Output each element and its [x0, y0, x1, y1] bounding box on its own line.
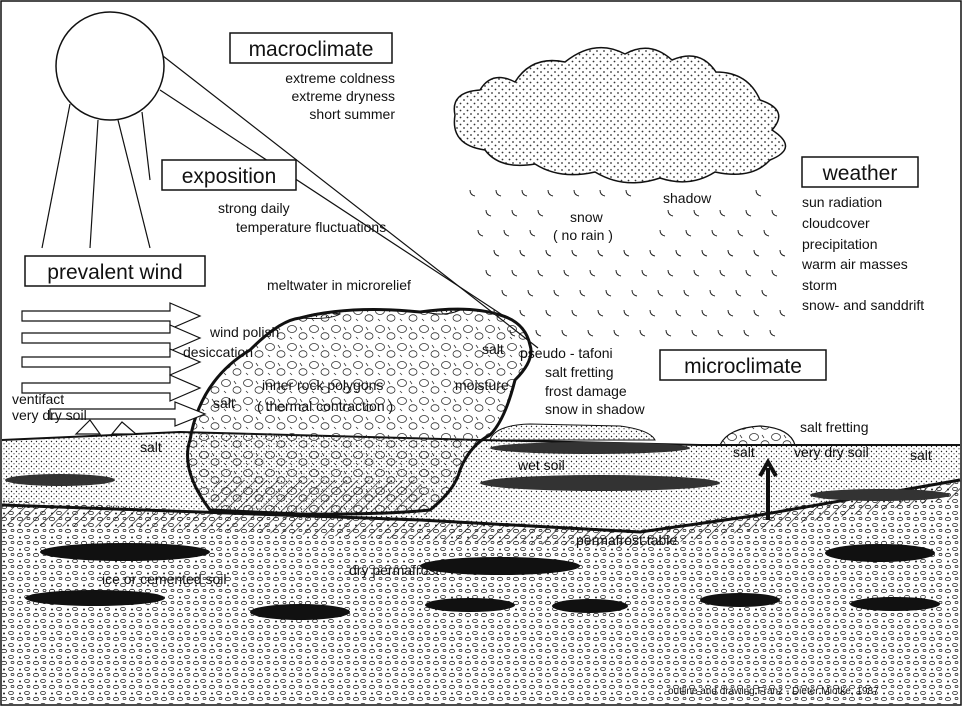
- exposition-title: exposition: [182, 165, 277, 188]
- moisture-label: moisture: [455, 377, 509, 393]
- macroclimate-item: short summer: [309, 106, 395, 122]
- salt-far-right-label: salt: [910, 447, 932, 463]
- salt-ground-label: salt: [140, 439, 162, 455]
- credit-label: outline and drawing Franz - Dieter Miotk…: [668, 686, 879, 697]
- macroclimate-title: macroclimate: [249, 38, 374, 61]
- salt-boulder-left-label: salt: [213, 395, 235, 411]
- snow-label: snow: [570, 209, 604, 225]
- sun: [56, 12, 164, 120]
- wet-soil-label: wet soil: [517, 457, 565, 473]
- dry-permafrost-label: dry permafrost: [349, 562, 439, 578]
- very-dry-soil-left-label: very dry soil: [12, 407, 87, 423]
- inner-rock-label: inner rock polygons: [262, 377, 383, 393]
- shadow-label: shadow: [663, 190, 712, 206]
- ice-cemented-label: ice or cemented soil: [102, 571, 227, 587]
- macroclimate-item: extreme dryness: [292, 88, 395, 104]
- macroclimate-item: extreme coldness: [285, 70, 395, 86]
- weather-item: storm: [802, 277, 837, 293]
- thermal-label: ( thermal contraction ): [257, 398, 393, 414]
- desiccation-label: desiccation: [183, 344, 253, 360]
- meltwater-label: meltwater in microrelief: [267, 277, 411, 293]
- weather-item: cloudcover: [802, 215, 870, 231]
- salt-fretting-right-label: salt fretting: [800, 419, 868, 435]
- microclimate-title: microclimate: [684, 355, 802, 378]
- permafrost-table-label: permafrost table: [576, 532, 677, 548]
- exposition-item: strong daily: [218, 200, 290, 216]
- weather-item: sun radiation: [802, 194, 882, 210]
- weather-item: snow- and sanddrift: [802, 297, 924, 313]
- ventifact-label: ventifact: [12, 391, 64, 407]
- snow-in-shadow-label: snow in shadow: [545, 401, 646, 417]
- salt-fretting-label: salt fretting: [545, 364, 613, 380]
- weather-item: precipitation: [802, 236, 878, 252]
- no-rain-label: ( no rain ): [553, 227, 613, 243]
- pseudo-tafoni-label: pseudo - tafoni: [520, 345, 613, 361]
- weather-title: weather: [822, 162, 898, 185]
- prevalent-wind-title: prevalent wind: [47, 261, 182, 284]
- frost-damage-label: frost damage: [545, 383, 627, 399]
- exposition-item: temperature fluctuations: [236, 219, 386, 235]
- salt-top-label: salt: [482, 341, 504, 357]
- ground: [2, 432, 960, 704]
- salt-right-label: salt: [733, 444, 755, 460]
- very-dry-soil-right-label: very dry soil: [794, 444, 869, 460]
- wind-polish-label: wind polish: [209, 324, 279, 340]
- weather-item: warm air masses: [801, 256, 908, 272]
